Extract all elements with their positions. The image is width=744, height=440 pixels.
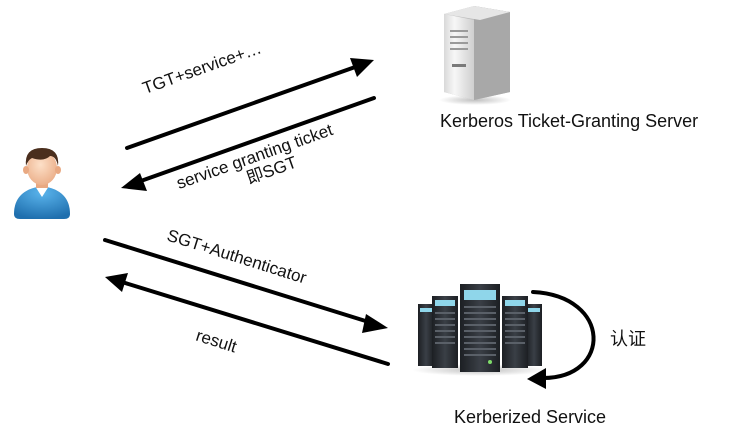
arrow-sgt-response: [121, 96, 376, 191]
server-rack-icon: [412, 284, 548, 376]
arrow-sgt-authenticator: [103, 238, 388, 333]
service-label: Kerberized Service: [454, 407, 607, 427]
arrow-result: [105, 273, 390, 366]
server-icon: [439, 6, 511, 105]
arrow-tgt-request: [125, 58, 374, 150]
arrow-authenticate-loop: [527, 290, 596, 389]
user-icon: [14, 148, 70, 219]
tgs-label: Kerberos Ticket-Granting Server: [440, 111, 699, 131]
authenticate-label: 认证: [610, 329, 646, 349]
